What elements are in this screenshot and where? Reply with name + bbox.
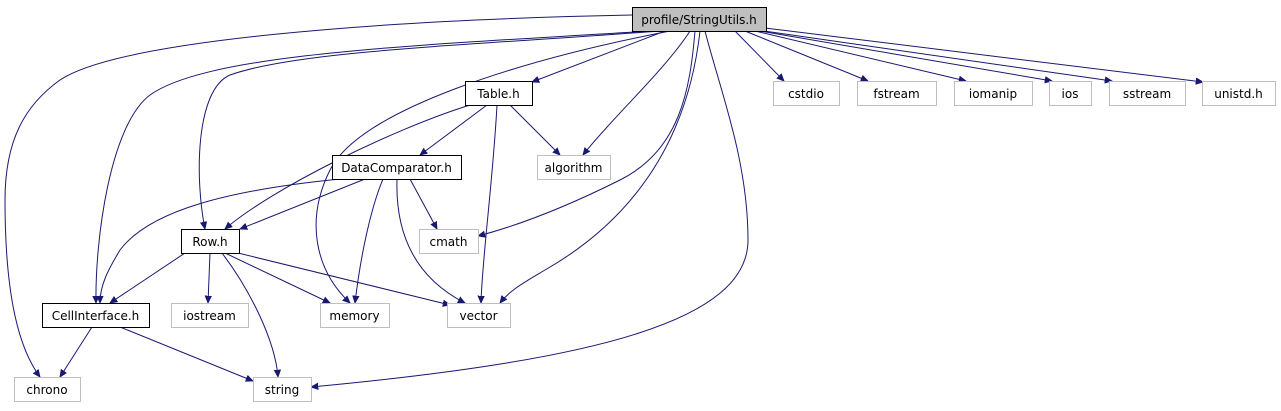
edge-line xyxy=(237,252,450,305)
node-iostream-label: iostream xyxy=(183,309,236,323)
edge-root-to-algorithm xyxy=(583,30,691,155)
edge-line xyxy=(500,30,701,303)
edge-line xyxy=(221,252,278,377)
edge-root-to-cstdio xyxy=(734,30,784,81)
edge-line xyxy=(315,30,671,303)
node-algorithm-label: algorithm xyxy=(545,161,603,175)
edge-datacomp-to-row xyxy=(240,178,366,229)
node-iomanip-label: iomanip xyxy=(969,87,1017,101)
edge-row-to-cell xyxy=(110,252,186,303)
edge-root-to-iomanip xyxy=(754,30,966,81)
edge-root-to-table xyxy=(532,30,666,82)
node-memory: memory xyxy=(320,303,390,328)
edge-root-to-chrono xyxy=(4,14,633,377)
edge-row-to-memory xyxy=(224,252,330,304)
node-cell-label: CellInterface.h xyxy=(52,309,140,323)
edge-line xyxy=(60,326,93,377)
edge-root-to-memory xyxy=(315,30,671,303)
edge-line xyxy=(509,104,560,155)
edge-table-to-vector xyxy=(481,104,498,303)
edge-line xyxy=(240,178,366,229)
edge-line xyxy=(764,27,1203,82)
edge-line xyxy=(311,30,749,387)
node-iostream: iostream xyxy=(171,303,249,328)
node-iomanip: iomanip xyxy=(954,81,1033,106)
node-string: string xyxy=(253,377,312,402)
edge-line xyxy=(96,30,651,303)
edge-datacomp-to-memory xyxy=(355,178,384,303)
node-root[interactable]: profile/StringUtils.h xyxy=(632,7,767,32)
node-fstream: fstream xyxy=(857,81,937,106)
edge-root-to-fstream xyxy=(744,30,868,81)
edge-table-to-datacomp xyxy=(420,104,488,155)
node-memory-label: memory xyxy=(329,309,379,323)
node-algorithm: algorithm xyxy=(537,155,611,180)
edge-root-to-cmath xyxy=(478,30,696,236)
node-unistd-label: unistd.h xyxy=(1214,87,1263,101)
node-vector-label: vector xyxy=(459,309,497,323)
edge-line xyxy=(110,252,186,303)
node-sstream-label: sstream xyxy=(1123,87,1171,101)
edge-line xyxy=(119,326,253,381)
edge-root-to-string xyxy=(311,30,749,387)
edge-line xyxy=(4,14,633,377)
nodes-layer: profile/StringUtils.h Table.h DataCompar… xyxy=(14,7,1276,402)
edge-cell-to-chrono xyxy=(60,326,93,377)
edge-row-to-vector xyxy=(237,252,450,305)
edge-line xyxy=(763,30,1112,81)
edge-root-to-ios xyxy=(759,30,1052,81)
edge-line xyxy=(100,178,341,303)
edge-line xyxy=(409,178,437,229)
edge-datacomp-to-cmath xyxy=(409,178,437,229)
node-cell[interactable]: CellInterface.h xyxy=(42,303,150,328)
node-chrono-label: chrono xyxy=(26,383,67,397)
node-datacomp[interactable]: DataComparator.h xyxy=(332,155,462,180)
edge-row-to-string xyxy=(221,252,278,377)
node-cmath-label: cmath xyxy=(430,235,468,249)
node-ios-label: ios xyxy=(1062,87,1079,101)
node-fstream-label: fstream xyxy=(873,87,919,101)
edge-cell-to-string xyxy=(119,326,253,381)
node-unistd: unistd.h xyxy=(1202,81,1276,106)
edge-row-to-iostream xyxy=(208,252,210,303)
edge-line xyxy=(396,178,465,303)
edge-line xyxy=(759,30,1052,81)
edge-line xyxy=(420,104,488,155)
node-root-label: profile/StringUtils.h xyxy=(641,13,757,27)
node-table-label: Table.h xyxy=(476,87,519,101)
edge-datacomp-to-cell xyxy=(100,178,341,303)
node-row-label: Row.h xyxy=(192,235,227,249)
edge-root-to-unistd xyxy=(764,27,1203,82)
edge-datacomp-to-vector xyxy=(396,178,465,303)
edge-line xyxy=(208,252,210,303)
edge-line xyxy=(198,30,661,229)
edge-line xyxy=(481,104,498,303)
node-cmath: cmath xyxy=(419,229,479,254)
edges-layer xyxy=(4,14,1203,387)
edge-line xyxy=(532,30,666,82)
edge-line xyxy=(355,178,384,303)
edge-line xyxy=(754,30,966,81)
edge-root-to-cell xyxy=(96,30,651,303)
edge-table-to-algorithm xyxy=(509,104,560,155)
edge-line xyxy=(583,30,691,155)
edge-line xyxy=(224,252,330,304)
node-vector: vector xyxy=(447,303,511,328)
edge-line xyxy=(478,30,696,236)
edge-line xyxy=(744,30,868,81)
node-ios: ios xyxy=(1049,81,1092,106)
node-row[interactable]: Row.h xyxy=(181,229,240,254)
node-cstdio-label: cstdio xyxy=(788,87,824,101)
node-cstdio: cstdio xyxy=(773,81,840,106)
edge-root-to-vector xyxy=(500,30,701,303)
node-sstream: sstream xyxy=(1109,81,1186,106)
edge-root-to-sstream xyxy=(763,30,1112,81)
edge-line xyxy=(734,30,784,81)
node-table[interactable]: Table.h xyxy=(465,81,533,106)
node-chrono: chrono xyxy=(14,377,81,402)
edge-root-to-row xyxy=(198,30,661,229)
node-datacomp-label: DataComparator.h xyxy=(341,161,452,175)
node-string-label: string xyxy=(265,383,299,397)
